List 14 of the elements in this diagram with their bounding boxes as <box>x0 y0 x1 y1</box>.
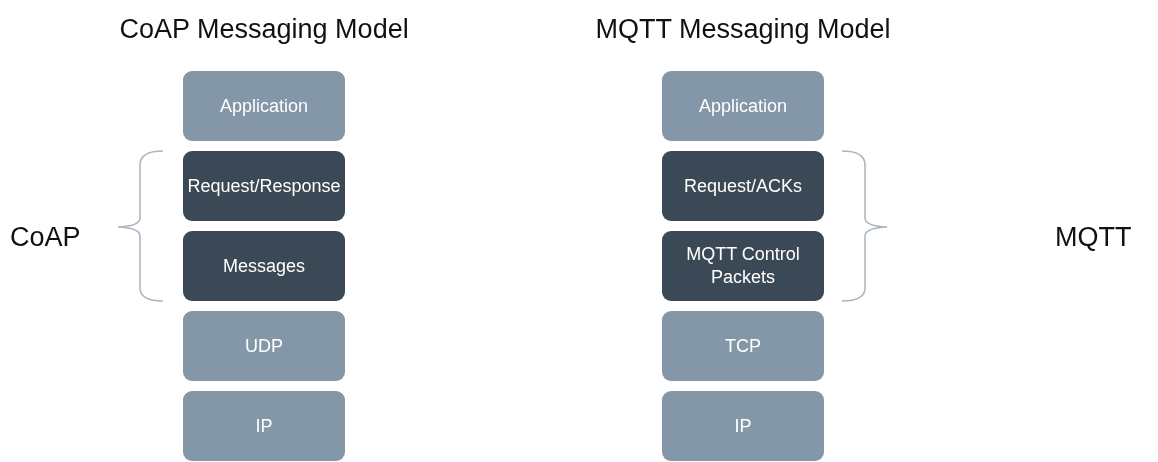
layer-block: Application <box>662 71 824 141</box>
layer-block: TCP <box>662 311 824 381</box>
protocol-label: MQTT <box>1055 222 1132 253</box>
layer-block: UDP <box>183 311 345 381</box>
protocol-label: CoAP <box>10 222 81 253</box>
layer-block: IP <box>183 391 345 461</box>
layer-block: Application <box>183 71 345 141</box>
layer-block: MQTT Control Packets <box>662 231 824 301</box>
heading: CoAP Messaging Model <box>119 14 409 45</box>
layer-block: Messages <box>183 231 345 301</box>
layer-block: IP <box>662 391 824 461</box>
layer-block: Request/ACKs <box>662 151 824 221</box>
layer-block: Request/Response <box>183 151 345 221</box>
heading: MQTT Messaging Model <box>595 14 891 45</box>
